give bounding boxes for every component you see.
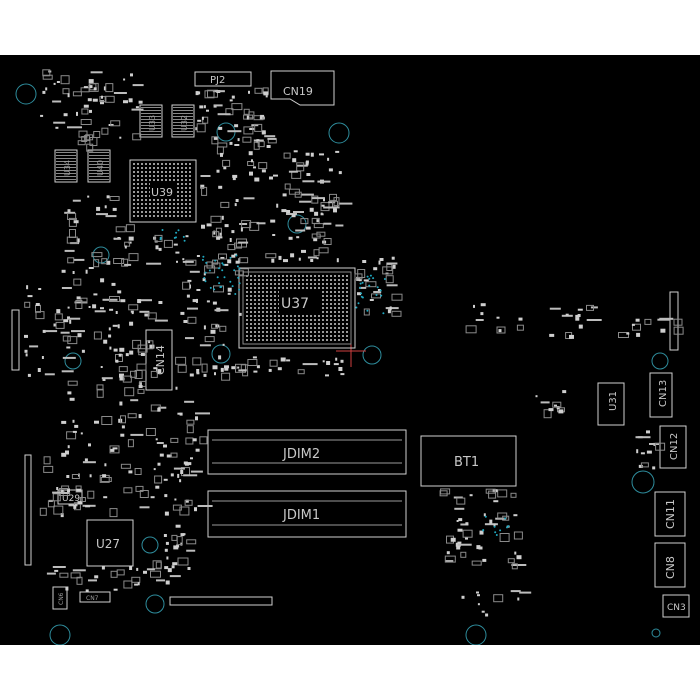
u33-label: U33 [148,115,157,131]
mounting-hole [651,628,661,638]
cn12-connector: CN12 [659,425,687,469]
mounting-hole [64,352,82,370]
jdim1-label: JDIM1 [282,508,320,523]
u31-label: U31 [608,391,619,411]
u32-label: U32 [180,115,189,131]
mounting-hole [362,345,382,365]
passive-components [24,69,684,617]
u39-chip: U39 [129,159,197,223]
mounting-hole [49,624,71,645]
cn11-label: CN11 [664,499,677,529]
cn6-label: CN6 [58,592,65,605]
cn19-connector: CN19 [270,70,335,106]
mounting-hole [141,536,159,554]
edge-connector-right [669,291,679,351]
cn7-connector: CN7 [79,591,111,603]
cn12-label: CN12 [669,433,680,460]
memory-chip-u32: U32 [171,104,195,138]
cn13-connector: CN13 [649,372,673,418]
u29-label: U29 [62,494,80,504]
pcb-board: U37 U39 U33 U32 [0,55,700,645]
jdim1-slot: JDIM1 [207,490,407,538]
u27-chip: U27 [86,519,134,567]
cn7-label: CN7 [86,595,99,602]
cn11-connector: CN11 [654,491,686,537]
bt1-battery: BT1 [420,435,517,487]
mounting-hole [211,344,231,364]
bottom-connector [169,596,273,606]
cn19-label: CN19 [283,85,313,98]
mounting-hole [15,83,37,105]
mounting-hole [92,246,110,264]
cn13-label: CN13 [658,380,669,407]
mounting-hole [651,352,669,370]
cn3-label: CN3 [667,603,686,613]
u31-chip: U31 [597,382,625,426]
u40-label: U40 [96,160,105,176]
mounting-hole [328,122,350,144]
u37-label: U37 [281,296,309,312]
cn14-connector: CN14 [145,329,173,391]
memory-chip-u40: U40 [87,149,111,183]
cn8-label: CN8 [664,556,677,579]
mounting-holes [15,83,669,645]
mounting-hole [631,470,655,494]
bt1-label: BT1 [454,455,479,470]
u39-label: U39 [151,186,173,199]
pj2-connector: PJ2 [194,71,252,87]
mounting-hole [465,624,487,645]
pcb-layout-svg: U37 U39 U33 U32 [11,69,690,645]
jdim2-label: JDIM2 [282,447,320,462]
cn3-connector: CN3 [662,594,690,618]
jdim2-slot: JDIM2 [207,429,407,475]
vias [159,229,510,536]
cn8-connector: CN8 [654,542,686,588]
pj2-label: PJ2 [210,75,225,86]
memory-chip-u34: U34 [54,149,78,183]
mounting-hole [145,594,165,614]
cn6-connector: CN6 [52,586,68,610]
edge-connector-left [11,309,32,566]
memory-chip-u33: U33 [139,104,163,138]
u34-label: U34 [63,160,72,176]
u37-chip: U37 [238,267,356,349]
u27-label: U27 [96,537,120,551]
